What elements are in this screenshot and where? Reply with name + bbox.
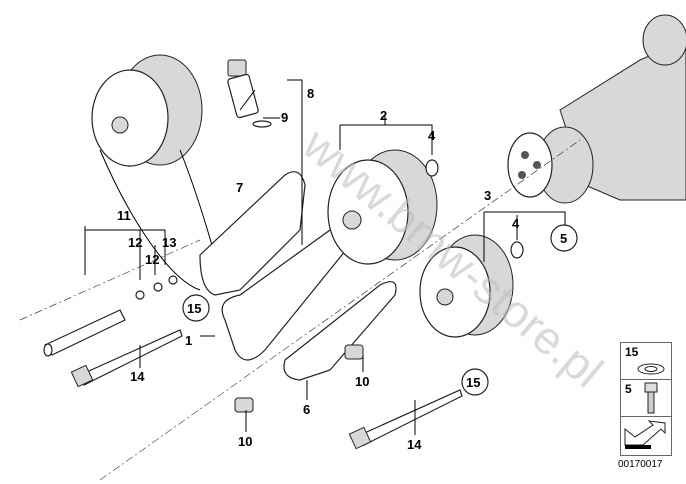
legend-item-bolt: 5	[621, 380, 671, 417]
legend-item-washer: 15	[621, 343, 671, 380]
bolt-icon	[644, 382, 658, 414]
callout-7[interactable]: 7	[236, 180, 243, 195]
washer-icon	[637, 363, 665, 375]
tensioner-rail-6	[283, 281, 397, 381]
callout-6[interactable]: 6	[303, 402, 310, 417]
callout-15-circle	[182, 294, 210, 322]
callout-14[interactable]: 14	[130, 369, 145, 384]
legend-number: 5	[625, 382, 632, 396]
callout-10[interactable]: 10	[355, 374, 369, 389]
arrow-icon	[624, 420, 666, 449]
callout-2[interactable]: 2	[380, 108, 387, 123]
callout-10[interactable]: 10	[238, 434, 252, 449]
callout-4[interactable]: 4	[512, 216, 520, 231]
callout-1[interactable]: 1	[185, 333, 192, 348]
callout-13[interactable]: 13	[162, 235, 176, 250]
camshaft-gear-2	[327, 149, 438, 265]
callout-12[interactable]: 12	[145, 252, 159, 267]
guide-rail-7	[199, 171, 306, 296]
legend-item-arrow	[621, 417, 671, 453]
camshaft-gear-3	[419, 234, 514, 338]
callout-11[interactable]: 11	[117, 208, 131, 223]
legend-number: 15	[625, 345, 639, 359]
seal-ring-4	[425, 159, 439, 177]
callout-15[interactable]: 15	[466, 375, 480, 390]
callout-4[interactable]: 4	[428, 128, 436, 143]
callout-3[interactable]: 3	[484, 188, 491, 203]
callout-12[interactable]: 12	[128, 235, 142, 250]
bearing-pin-11	[43, 309, 126, 357]
document-number: 00170017	[618, 459, 663, 470]
bolt-10a	[234, 397, 254, 413]
callout-5-circle	[550, 224, 578, 252]
bolt-10b	[344, 344, 364, 360]
callout-8[interactable]: 8	[307, 86, 314, 101]
callout-9[interactable]: 9	[281, 110, 288, 125]
seal-ring-4b	[510, 241, 524, 259]
chain-tensioner	[227, 59, 272, 128]
camshaft-gear-left	[91, 54, 203, 167]
callout-15[interactable]: 15	[187, 301, 201, 316]
crankshaft	[507, 14, 686, 204]
legend-box: 15 5	[620, 342, 672, 456]
callout-5[interactable]: 5	[560, 231, 567, 246]
callout-14[interactable]: 14	[407, 437, 422, 452]
callout-15-circle	[461, 368, 489, 396]
